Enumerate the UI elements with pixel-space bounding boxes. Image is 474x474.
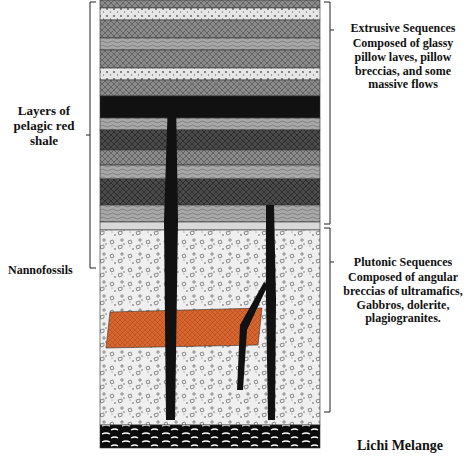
unit-label: Lichi Melange xyxy=(330,438,470,454)
section-heading: Plutonic Sequences xyxy=(336,256,470,270)
layer-label: Layers of pelagic red shale xyxy=(4,104,84,149)
section-description: Composed of glassy pillow laves, pillow … xyxy=(336,37,470,92)
section-heading: Extrusive Sequences xyxy=(336,22,470,36)
fossil-label: Nannofossils xyxy=(8,264,92,278)
section-description: Composed of angular breccias of ultramaf… xyxy=(336,271,470,326)
